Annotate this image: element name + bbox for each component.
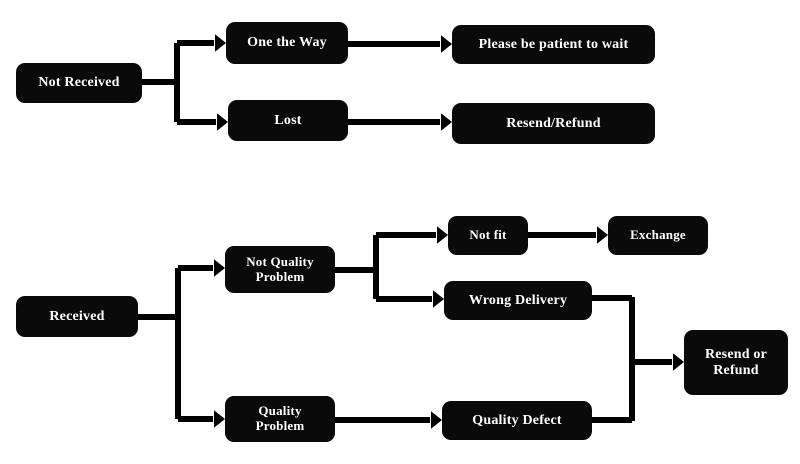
arrow-please-wait xyxy=(441,35,452,53)
node-quality-defect-label: Quality Defect xyxy=(472,412,562,428)
node-not-received-label: Not Received xyxy=(38,75,120,91)
node-not-fit-label: Not fit xyxy=(469,227,507,243)
arrow-quality xyxy=(214,410,225,428)
node-not-fit[interactable]: Not fit xyxy=(448,216,528,255)
node-lost-label: Lost xyxy=(274,112,302,128)
connector-lines xyxy=(138,40,672,423)
node-resend-refund-label: Resend/Refund xyxy=(506,115,601,131)
node-quality-problem-label: Quality Problem xyxy=(255,403,305,433)
node-lost[interactable]: Lost xyxy=(228,100,348,141)
connector-arrowheads xyxy=(214,34,684,429)
arrow-exchange xyxy=(597,226,608,244)
node-wrong-delivery-label: Wrong Delivery xyxy=(468,292,568,308)
node-resend-or-refund[interactable]: Resend or Refund xyxy=(684,330,788,395)
node-wrong-delivery[interactable]: Wrong Delivery xyxy=(444,281,592,320)
node-resend-or-refund-label: Resend or Refund xyxy=(704,346,768,378)
node-exchange[interactable]: Exchange xyxy=(608,216,708,255)
node-please-be-patient-to-wait-label: Please be patient to wait xyxy=(478,36,629,52)
arrow-resend-refund xyxy=(441,113,452,131)
node-one-the-way-label: One the Way xyxy=(247,35,327,51)
node-not-quality-problem[interactable]: Not Quality Problem xyxy=(225,246,335,293)
node-resend-refund[interactable]: Resend/Refund xyxy=(452,103,655,144)
arrow-not-fit xyxy=(437,226,448,244)
node-quality-defect[interactable]: Quality Defect xyxy=(442,401,592,440)
arrow-resend-or-refund xyxy=(673,353,684,371)
node-received[interactable]: Received xyxy=(16,296,138,337)
node-quality-problem[interactable]: Quality Problem xyxy=(225,396,335,442)
node-received-label: Received xyxy=(49,308,105,324)
node-please-be-patient-to-wait[interactable]: Please be patient to wait xyxy=(452,25,655,64)
arrow-wrong-delivery xyxy=(433,290,444,308)
node-exchange-label: Exchange xyxy=(630,227,686,243)
node-not-quality-problem-label: Not Quality Problem xyxy=(246,253,314,284)
arrow-quality-defect xyxy=(431,411,442,429)
node-not-received[interactable]: Not Received xyxy=(16,63,142,103)
arrow-one-the-way xyxy=(215,34,226,52)
arrow-lost xyxy=(217,113,228,131)
arrow-not-quality xyxy=(214,259,225,277)
node-one-the-way[interactable]: One the Way xyxy=(226,22,348,64)
